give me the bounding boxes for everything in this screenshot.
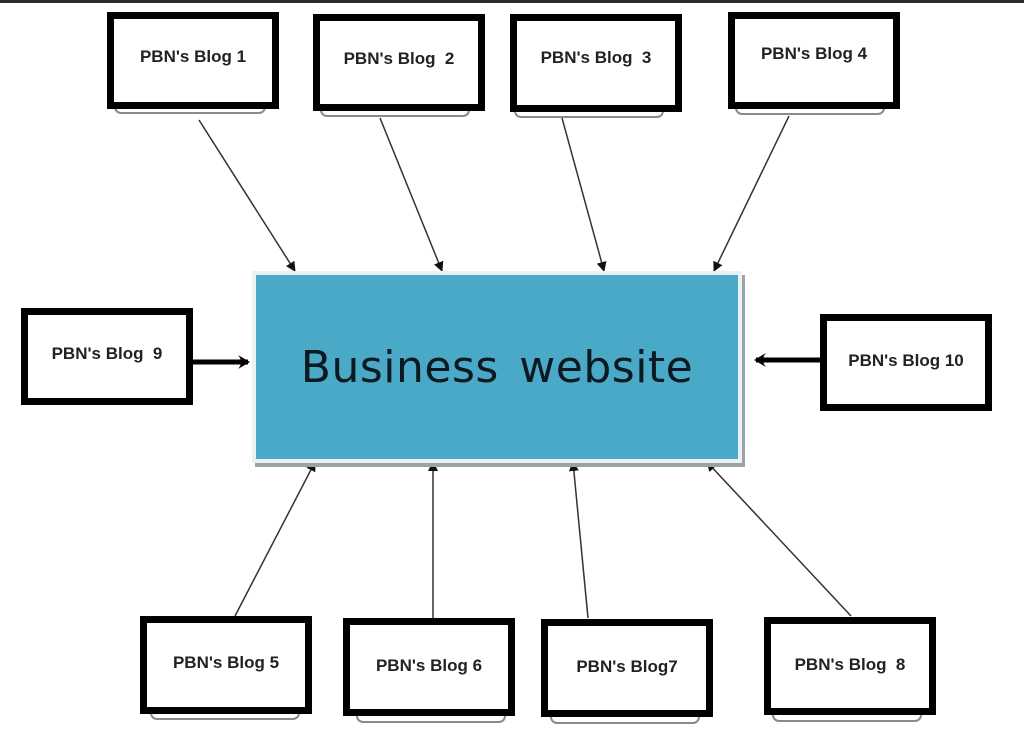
blog-label: PBN's Blog 2 [343, 48, 455, 68]
arrow-blog-2 [379, 117, 444, 272]
blog-node-6: PBN's Blog 6 [343, 618, 515, 716]
blog-4-base [735, 108, 885, 115]
top-border-rule [0, 0, 1024, 3]
blog-node-10: PBN's Blog 10 [820, 314, 992, 411]
blog-label: PBN's Blog 5 [172, 653, 280, 672]
blog-label: PBN's Blog 6 [375, 656, 483, 675]
arrow-blog-1 [198, 119, 296, 272]
blog-6-base [356, 716, 506, 723]
blog-3-base [514, 111, 664, 118]
blog-5-base [150, 713, 300, 720]
blog-node-9: PBN's Blog 9 [21, 308, 193, 405]
blog-node-7: PBN's Blog7 [541, 619, 713, 717]
blog-label: PBN's Blog 9 [51, 343, 163, 363]
blog-label: PBN's Blog 3 [540, 48, 652, 67]
blog-label: PBN's Blog 1 [139, 46, 247, 66]
arrow-blog-7 [568, 461, 589, 619]
arrow-blog-3 [561, 117, 607, 272]
arrow-blog-4 [713, 115, 790, 272]
blog-label: PBN's Blog 10 [848, 350, 964, 370]
business-website-label: Business website [300, 341, 694, 393]
blog-node-5: PBN's Blog 5 [140, 616, 312, 714]
blog-7-base [550, 717, 700, 724]
blog-node-4: PBN's Blog 4 [728, 12, 900, 109]
arrow-blog-5 [234, 461, 316, 617]
blog-node-1: PBN's Blog 1 [107, 12, 279, 109]
blog-8-base [772, 715, 922, 722]
blog-label: PBN's Blog7 [576, 657, 678, 676]
blog-node-3: PBN's Blog 3 [510, 14, 682, 112]
blog-1-base [114, 107, 266, 114]
blog-label: PBN's Blog 8 [794, 655, 906, 674]
blog-2-base [320, 110, 470, 117]
blog-label: PBN's Blog 4 [760, 43, 868, 63]
arrow-blog-8 [706, 461, 852, 617]
business-website-node: Business website [252, 271, 742, 463]
blog-node-8: PBN's Blog 8 [764, 617, 936, 715]
blog-node-2: PBN's Blog 2 [313, 14, 485, 111]
